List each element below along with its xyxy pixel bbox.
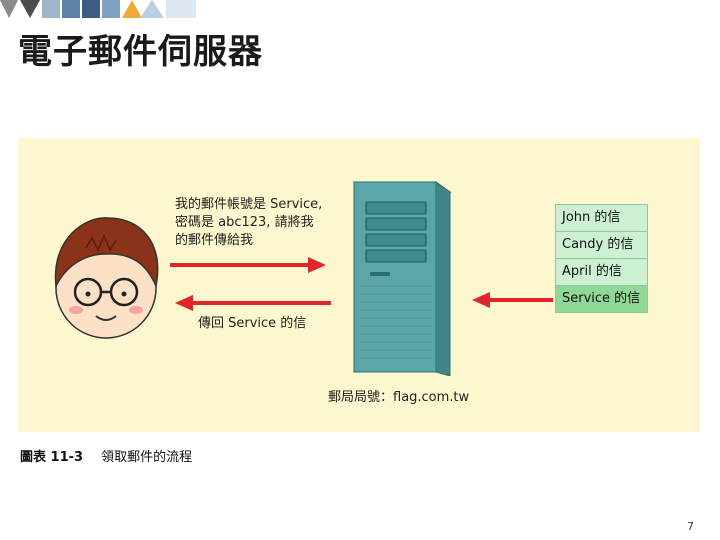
- mailbox-item: Candy 的信: [555, 232, 648, 259]
- post-office-label: 郵局局號：flag.com.tw: [328, 386, 469, 405]
- response-bubble: 傳回 Service 的信: [198, 315, 306, 333]
- header-decoration: [0, 0, 200, 22]
- caption-text: 領取郵件的流程: [101, 450, 192, 465]
- page-number: 7: [687, 520, 694, 533]
- response-arrow-icon: [173, 293, 333, 313]
- mailbox-list: John 的信 Candy 的信 April 的信 Service 的信: [555, 204, 648, 313]
- mailbox-item-active: Service 的信: [555, 286, 648, 313]
- mailbox-item: April 的信: [555, 259, 648, 286]
- request-line: 我的郵件帳號是 Service,: [175, 196, 345, 214]
- server-icon: [346, 176, 456, 376]
- request-arrow-icon: [168, 255, 328, 275]
- slide-title: 電子郵件伺服器: [18, 24, 263, 73]
- request-line: 的郵件傳給我: [175, 232, 345, 250]
- mailbox-item: John 的信: [555, 204, 648, 232]
- request-line: 密碼是 abc123, 請將我: [175, 214, 345, 232]
- request-bubble: 我的郵件帳號是 Service, 密碼是 abc123, 請將我 的郵件傳給我: [175, 196, 345, 250]
- delivery-arrow-icon: [470, 290, 555, 310]
- caption-number: 圖表 11-3: [20, 450, 83, 465]
- user-face-icon: [46, 208, 166, 343]
- email-flow-figure: 我的郵件帳號是 Service, 密碼是 abc123, 請將我 的郵件傳給我 …: [18, 138, 700, 432]
- figure-caption: 圖表 11-3 領取郵件的流程: [20, 446, 192, 465]
